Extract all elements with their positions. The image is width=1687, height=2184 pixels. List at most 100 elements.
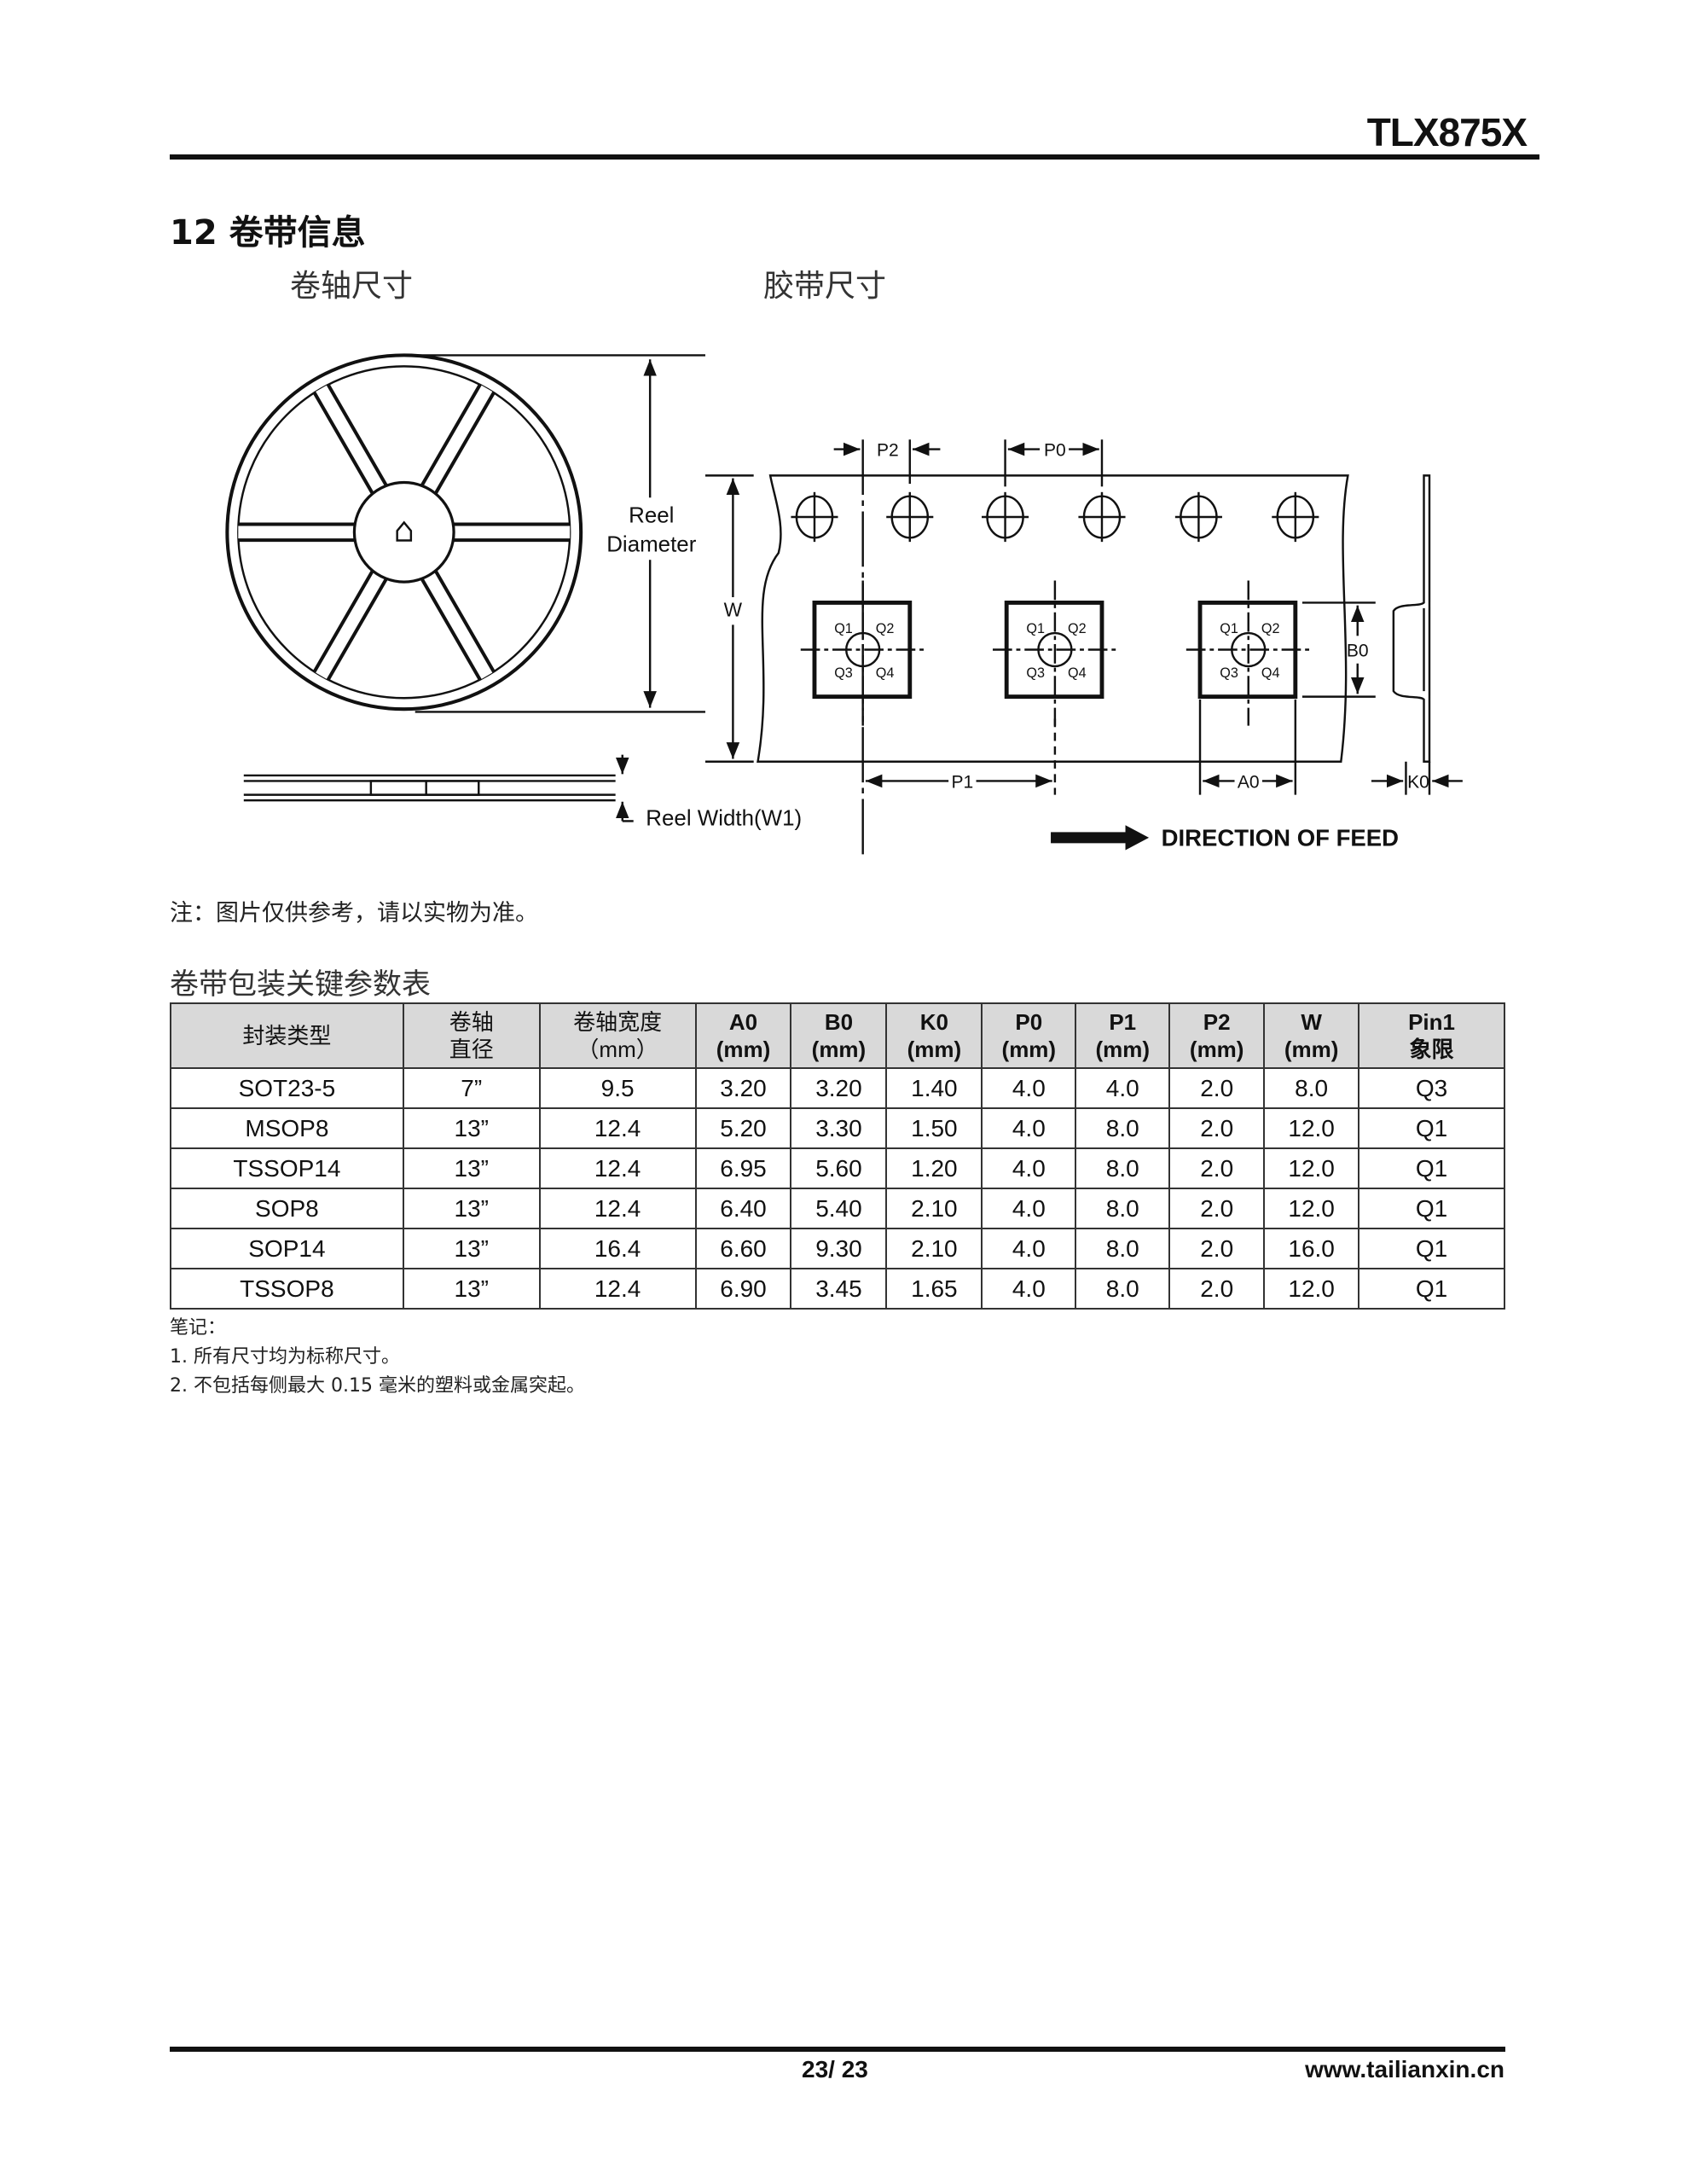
table-cell: Q3	[1358, 1067, 1505, 1109]
table-cell: 4.0	[981, 1147, 1077, 1189]
reel-side-view	[243, 754, 634, 822]
table-cell: 4.0	[981, 1228, 1077, 1269]
tape-reel-parameter-table: 封装类型卷轴直径卷轴宽度（mm）A0(mm)B0(mm)K0(mm)P0(mm)…	[170, 1002, 1505, 1310]
table-cell: 12.4	[538, 1188, 697, 1229]
table-cell: 5.20	[694, 1107, 792, 1149]
b0-label: B0	[1347, 642, 1369, 661]
k0-label: K0	[1407, 773, 1429, 793]
direction-of-feed-label: DIRECTION OF FEED	[1162, 825, 1399, 851]
reel-diameter-dimension	[415, 354, 705, 713]
a0-label: A0	[1238, 773, 1260, 793]
header-line-2: （mm）	[577, 1037, 658, 1062]
table-cell: 1.40	[885, 1067, 983, 1109]
table-cell: MSOP8	[170, 1107, 404, 1149]
table-cell: 9.5	[538, 1067, 697, 1109]
table-cell: 5.40	[790, 1188, 888, 1229]
table-cell: 12.0	[1263, 1107, 1360, 1149]
reel-width-label: Reel Width(W1)	[646, 806, 802, 830]
table-cell: 3.20	[694, 1067, 792, 1109]
table-cell: 6.90	[694, 1268, 792, 1310]
table-cell: 2.10	[885, 1228, 983, 1269]
table-cell: 5.60	[790, 1147, 888, 1189]
header-line-2: (mm)	[1284, 1037, 1339, 1062]
header-line-2: (mm)	[907, 1037, 962, 1062]
quadrant-label: Q1	[1026, 621, 1045, 636]
table-cell: 3.20	[790, 1067, 888, 1109]
table-cell: 1.65	[885, 1268, 983, 1310]
header-line-2: (mm)	[811, 1037, 867, 1062]
column-header: P2(mm)	[1168, 1002, 1266, 1069]
quadrant-label: Q3	[1026, 665, 1045, 681]
table-cell: 13”	[402, 1147, 541, 1189]
table-cell: 8.0	[1075, 1268, 1171, 1310]
footnote-2: 2. 不包括每侧最大 0.15 毫米的塑料或金属突起。	[170, 1375, 585, 1397]
quadrant-label: Q4	[876, 665, 895, 681]
page-number: 23/ 23	[802, 2056, 868, 2082]
sprocket-hole	[982, 491, 1029, 543]
table-cell: Q1	[1358, 1268, 1505, 1310]
tape-pocket	[992, 580, 1116, 726]
column-header: B0(mm)	[790, 1002, 888, 1069]
header-line-1: P1	[1109, 1009, 1137, 1035]
carrier-tape	[704, 439, 1463, 857]
diameter-label: Diameter	[606, 532, 696, 556]
column-header: W(mm)	[1263, 1002, 1360, 1069]
table-cell: 1.20	[885, 1147, 983, 1189]
column-header: 卷轴宽度（mm）	[538, 1002, 697, 1069]
feed-direction-arrow	[1051, 825, 1150, 851]
table-cell: 12.4	[538, 1107, 697, 1149]
document-title: TLX875X	[1366, 110, 1528, 154]
quadrant-label: Q3	[834, 665, 853, 681]
footnotes-title: 笔记：	[170, 1317, 227, 1339]
sprocket-hole	[1174, 491, 1222, 543]
table-cell: 6.60	[694, 1228, 792, 1269]
image-note: 注：图片仅供参考，请以实物为准。	[170, 900, 538, 926]
w-label: W	[724, 599, 743, 621]
header-rule	[170, 154, 1539, 160]
table-cell: 16.0	[1263, 1228, 1360, 1269]
table-cell: 2.0	[1168, 1107, 1266, 1149]
website-link[interactable]: www.tailianxin.cn	[1305, 2056, 1504, 2082]
table-cell: SOP8	[170, 1188, 404, 1229]
footnote-1: 1. 所有尺寸均为标称尺寸。	[170, 1346, 400, 1368]
table-cell: SOP14	[170, 1228, 404, 1269]
table-cell: 8.0	[1075, 1228, 1171, 1269]
table-cell: 6.40	[694, 1188, 792, 1229]
hub-key-icon	[396, 520, 413, 542]
table-cell: 2.0	[1168, 1268, 1266, 1310]
table-cell: 4.0	[981, 1188, 1077, 1229]
header-line-2: (mm)	[1189, 1037, 1244, 1062]
table-cell: Q1	[1358, 1107, 1505, 1149]
section-title: 12 卷带信息	[170, 213, 366, 253]
table-cell: 4.0	[1075, 1067, 1171, 1109]
table-cell: 1.50	[885, 1107, 983, 1149]
table-cell: 12.4	[538, 1268, 697, 1310]
table-cell: 12.0	[1263, 1188, 1360, 1229]
table-cell: 7”	[402, 1067, 541, 1109]
header-line-1: K0	[919, 1009, 948, 1035]
footer-rule	[170, 2047, 1505, 2052]
table-cell: 12.0	[1263, 1147, 1360, 1189]
header-line-1: P0	[1015, 1009, 1043, 1035]
p0-label: P0	[1044, 441, 1066, 461]
column-header: P1(mm)	[1075, 1002, 1171, 1069]
p1-label: P1	[951, 773, 973, 793]
table-cell: 8.0	[1075, 1147, 1171, 1189]
table-cell: TSSOP8	[170, 1268, 404, 1310]
table-cell: 13”	[402, 1228, 541, 1269]
quadrant-label: Q4	[1261, 665, 1280, 681]
header-line-1: Pin1	[1408, 1009, 1455, 1035]
column-header: P0(mm)	[981, 1002, 1077, 1069]
tape-pocket	[1186, 580, 1310, 726]
column-header: 卷轴直径	[402, 1002, 541, 1069]
table-cell: 3.45	[790, 1268, 888, 1310]
header-line-1: P2	[1203, 1009, 1231, 1035]
table-cell: 13”	[402, 1188, 541, 1229]
table-cell: 2.10	[885, 1188, 983, 1229]
header-line-1: 封装类型	[242, 1023, 332, 1048]
table-cell: Q1	[1358, 1188, 1505, 1229]
